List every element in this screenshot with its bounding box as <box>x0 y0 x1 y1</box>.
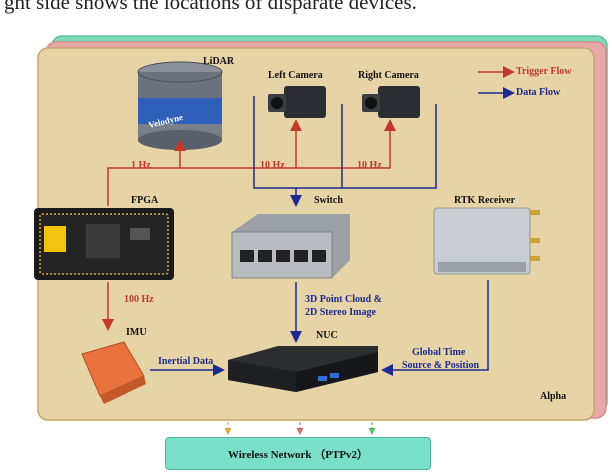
trigger-line-fpga-lidar <box>107 139 186 206</box>
right-camera-device <box>362 86 420 118</box>
trigger-line-to-right-camera <box>296 119 396 169</box>
data-line-rightcam-switch <box>296 104 437 189</box>
wireless-network-label: Wireless Network （PTPv2） <box>227 448 369 461</box>
legend-data-label: Data Flow <box>516 87 561 98</box>
imu-device <box>81 341 146 404</box>
switch-device <box>231 214 350 279</box>
label-imu-rate: 100 Hz <box>124 294 154 305</box>
label-rtk: RTK Receiver <box>454 195 516 206</box>
rtk-device <box>433 207 540 275</box>
label-gnss-2: Source & Position <box>402 360 480 371</box>
label-fpga: FPGA <box>131 195 159 206</box>
caption-text: ght side shows the locations of disparat… <box>0 0 612 34</box>
label-switch: Switch <box>314 195 343 206</box>
wireless-network-box: Wireless Network （PTPv2） <box>165 437 431 470</box>
legend-trigger-label: Trigger Flow <box>516 66 572 77</box>
lidar-device <box>137 61 223 150</box>
nuc-device <box>228 346 378 392</box>
label-imu: IMU <box>126 327 147 338</box>
label-nuc: NUC <box>316 330 338 341</box>
caption-line: ght side shows the locations of disparat… <box>4 0 417 14</box>
label-lidar-rate: 1 Hz <box>131 160 151 171</box>
left-camera-device <box>268 86 326 118</box>
label-platform: Alpha <box>540 391 567 402</box>
label-pointcloud-1: 3D Point Cloud & <box>305 294 382 305</box>
label-right-rate: 10 Hz <box>357 160 382 171</box>
label-left-camera: Left Camera <box>268 70 323 81</box>
label-right-camera: Right Camera <box>358 70 419 81</box>
label-lidar: LiDAR <box>203 56 235 67</box>
data-line-rtk-nuc <box>381 280 489 376</box>
label-pointcloud-2: 2D Stereo Image <box>305 307 376 318</box>
data-line-lidar-switch <box>253 96 302 207</box>
label-gnss-1: Global Time <box>412 347 466 358</box>
fpga-device <box>34 208 174 280</box>
label-left-rate: 10 Hz <box>260 160 285 171</box>
label-inertial: Inertial Data <box>158 356 214 367</box>
